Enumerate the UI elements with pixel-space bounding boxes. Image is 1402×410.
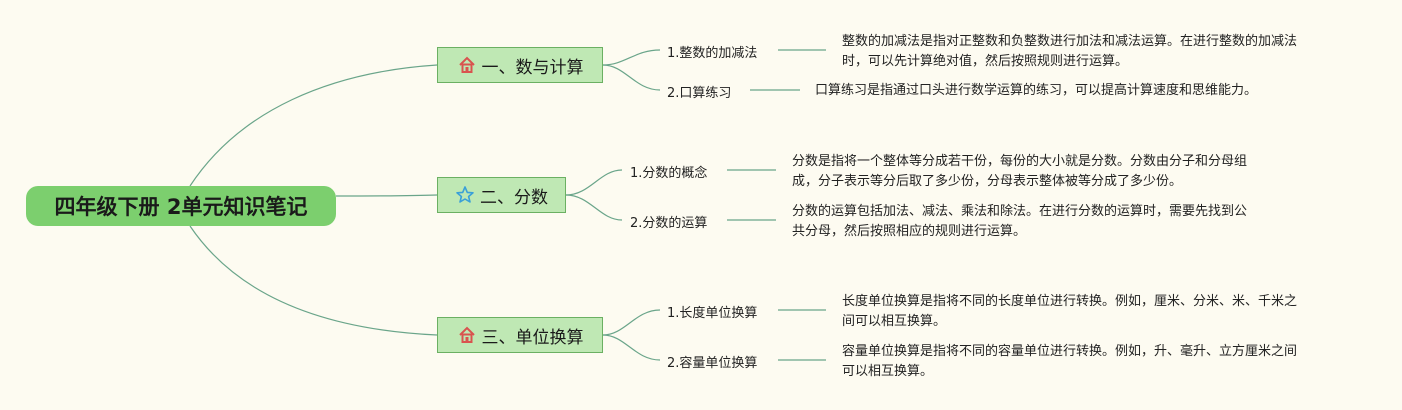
house-icon (457, 55, 477, 75)
description-integer-add-sub: 整数的加减法是指对正整数和负整数进行加法和减法运算。在进行整数的加减法 时，可以… (842, 32, 1297, 72)
house-icon (457, 325, 477, 345)
connector-b1-t1 (602, 49, 661, 66)
description-capacity-conversion: 容量单位换算是指将不同的容量单位进行转换。例如，升、毫升、立方厘米之间 可以相互… (842, 342, 1297, 382)
connector-root-branch1 (189, 64, 438, 187)
topic-length-conversion[interactable]: 1.长度单位换算 (667, 306, 758, 321)
connector-b3-t2 (602, 334, 661, 361)
connector-b2-t2 (565, 194, 623, 221)
branch-node-1[interactable]: 一、数与计算 (437, 47, 603, 83)
topic-fraction-concept[interactable]: 1.分数的概念 (630, 166, 708, 181)
description-line: 时，可以先计算绝对值，然后按照规则进行运算。 (842, 54, 1129, 69)
connector-root-branch2 (335, 194, 438, 197)
description-fraction-concept: 分数是指将一个整体等分成若干份，每份的大小就是分数。分数由分子和分母组 成，分子… (792, 152, 1247, 192)
description-mental-arithmetic: 口算练习是指通过口头进行数学运算的练习，可以提高计算速度和思维能力。 (815, 81, 1257, 101)
description-fraction-operations: 分数的运算包括加法、减法、乘法和除法。在进行分数的运算时，需要先找到公 共分母，… (792, 202, 1247, 242)
topic-fraction-operations[interactable]: 2.分数的运算 (630, 216, 708, 231)
description-line: 整数的加减法是指对正整数和负整数进行加法和减法运算。在进行整数的加减法 (842, 34, 1298, 49)
description-line: 间可以相互换算。 (842, 314, 947, 329)
description-line: 分数是指将一个整体等分成若干份，每份的大小就是分数。分数由分子和分母组 (792, 154, 1248, 169)
root-title: 四年级下册 2单元知识笔记 (54, 195, 308, 219)
description-line: 成，分子表示等分后取了多少份，分母表示整体被等分成了多少份。 (792, 174, 1183, 189)
topic-capacity-conversion[interactable]: 2.容量单位换算 (667, 356, 758, 371)
connector-b2-t1 (565, 169, 623, 196)
description-line: 共分母，然后按照相应的规则进行运算。 (792, 224, 1027, 239)
description-line: 可以相互换算。 (842, 364, 934, 379)
description-length-conversion: 长度单位换算是指将不同的长度单位进行转换。例如，厘米、分米、米、千米之 间可以相… (842, 292, 1297, 332)
description-line: 容量单位换算是指将不同的容量单位进行转换。例如，升、毫升、立方厘米之间 (842, 344, 1298, 359)
topic-mental-arithmetic[interactable]: 2.口算练习 (667, 86, 732, 101)
branch-node-3[interactable]: 三、单位换算 (437, 317, 603, 353)
description-line: 分数的运算包括加法、减法、乘法和除法。在进行分数的运算时，需要先找到公 (792, 204, 1248, 219)
branch-label: 二、分数 (480, 187, 548, 208)
root-node[interactable]: 四年级下册 2单元知识笔记 (26, 186, 336, 226)
connector-root-branch3 (189, 225, 438, 336)
topic-integer-add-sub[interactable]: 1.整数的加减法 (667, 46, 758, 61)
description-line: 长度单位换算是指将不同的长度单位进行转换。例如，厘米、分米、米、千米之 (842, 294, 1298, 309)
branch-label: 一、数与计算 (481, 57, 584, 78)
branch-node-2[interactable]: 二、分数 (437, 177, 566, 213)
connector-b1-t2 (602, 64, 661, 91)
branch-label: 三、单位换算 (481, 327, 584, 348)
connector-b3-t1 (602, 309, 661, 336)
description-line: 口算练习是指通过口头进行数学运算的练习，可以提高计算速度和思维能力。 (815, 83, 1258, 98)
star-icon (455, 185, 475, 205)
